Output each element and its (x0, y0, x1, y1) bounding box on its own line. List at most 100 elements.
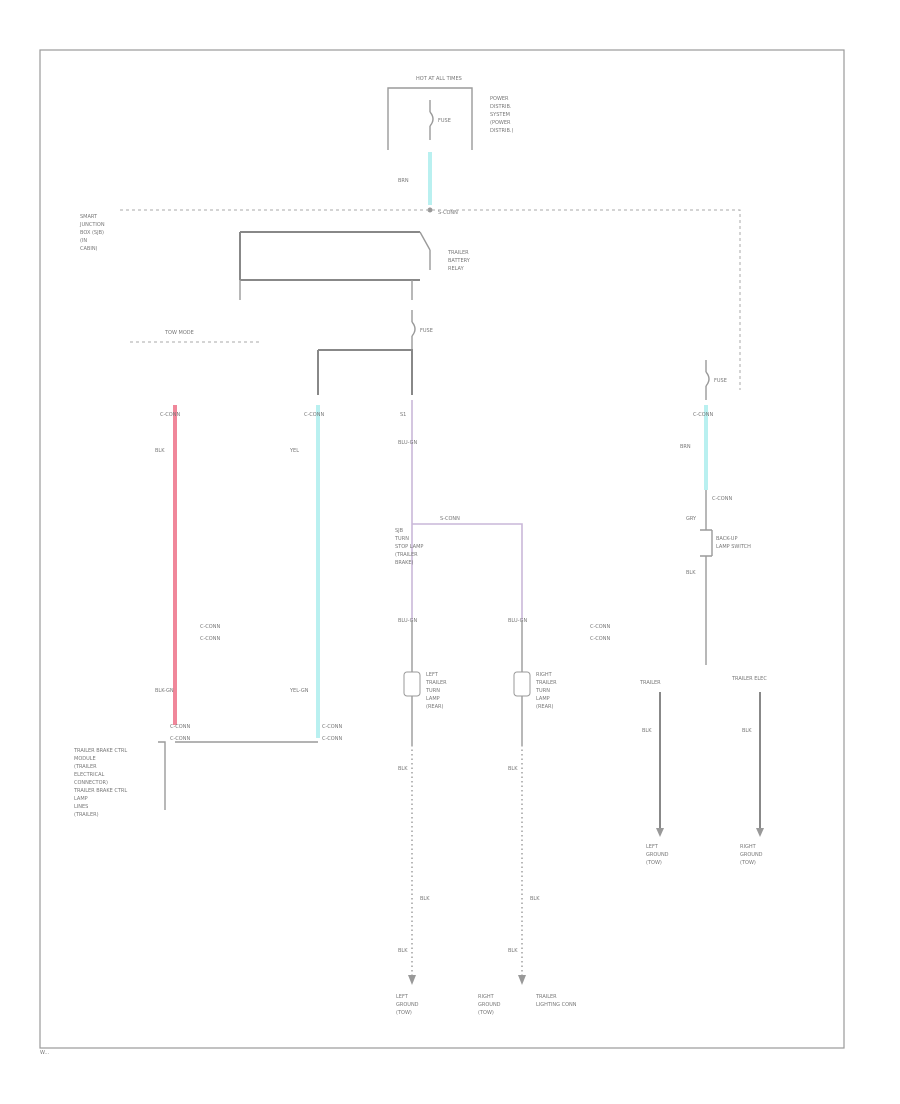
sjb-line-3: BOX (SJB) (80, 230, 104, 236)
gnd-left-icon (656, 828, 664, 837)
power-line-5: DISTRIB.) (490, 128, 514, 134)
tow-mode-label: TOW MODE (164, 330, 194, 336)
power-line-1: POWER (490, 96, 509, 102)
gnd-right-icon (756, 828, 764, 837)
left-ground-icon (408, 975, 416, 985)
lav-label-2: TURN (394, 536, 409, 542)
power-distribution-bracket (387, 87, 473, 150)
right-w2: BLK (686, 570, 696, 576)
backup-switch-2: LAMP SWITCH (716, 544, 751, 550)
right-lamp-1: RIGHT (536, 672, 553, 678)
top-fuse-symbol (429, 111, 434, 127)
sjb-line-2: JUNCTION (79, 222, 105, 228)
left-lamp-1: LEFT (426, 672, 439, 678)
bottom-right-2: GROUND (478, 1002, 501, 1008)
lav-label-5: BRAKE) (395, 560, 414, 566)
right-lamp-bulb (513, 671, 531, 697)
right-lamp-5: (REAR) (536, 704, 553, 710)
lav-top: S1 (400, 412, 406, 418)
right-lamp-wire: BLU-GN (508, 618, 527, 624)
legend-right-1: C-CONN (590, 624, 610, 630)
right-w1: GRY (686, 516, 697, 522)
trailer-module-5: CONNECTOR) (74, 780, 108, 786)
left-lamp-4: LAMP (426, 696, 440, 702)
bottom-right-3: (TOW) (478, 1010, 494, 1016)
lamp-leads (411, 620, 523, 745)
relay-label-2: BATTERY (448, 258, 471, 264)
right-lamp-3: TURN (535, 688, 550, 694)
cyan-conn: C-CONN (304, 412, 324, 418)
gnd-right-wire-color: BLK (742, 728, 752, 734)
lav-splice: S-CONN (440, 516, 460, 522)
trailer-module-8: LINES (74, 804, 88, 810)
right-fuse-label: FUSE (714, 378, 727, 384)
diagram-frame (39, 49, 845, 1049)
gnd-left-2: GROUND (646, 852, 669, 858)
sjb-boundary (120, 209, 741, 390)
pink-conn: C-CONN (160, 412, 180, 418)
junction-mark: S-CONN (438, 210, 458, 216)
power-line-3: SYSTEM (490, 112, 510, 118)
left-lamp-bulb (403, 671, 421, 697)
gnd-right-2: GROUND (740, 852, 763, 858)
left-lamp-wire: BLU-GN (398, 618, 417, 624)
page-code: W... (40, 1050, 50, 1056)
gnd-left-1: LEFT (646, 844, 659, 850)
lav-label-3: STOP LAMP (395, 544, 423, 550)
fused-bus (317, 349, 413, 395)
gnd-left-3: (TOW) (646, 860, 662, 866)
right-lamp-4: LAMP (536, 696, 550, 702)
trailer-module-3: (TRAILER (74, 764, 97, 770)
power-line-4: (POWER (490, 120, 511, 126)
right-lamp-2: TRAILER (535, 680, 557, 686)
trailer-module-9: (TRAILER) (74, 812, 99, 818)
right-ground-icon (518, 975, 526, 985)
right-wire-c: BLK (508, 948, 518, 954)
top-wire-color: BRN (398, 178, 409, 184)
trailer-module-2: MODULE (74, 756, 96, 762)
power-line-2: DISTRIB. (490, 104, 512, 110)
gnd-right-3: (TOW) (740, 860, 756, 866)
cyan-c1: C-CONN (322, 724, 342, 730)
gnd-left-wire-color: BLK (642, 728, 652, 734)
mid-fuse-label: FUSE (420, 328, 433, 334)
sjb-line-4: (IN (80, 238, 87, 244)
backup-switch-symbol (700, 529, 713, 557)
bottom-left-2: GROUND (396, 1002, 419, 1008)
lavender-branch (412, 523, 523, 620)
junction-dot (427, 207, 433, 213)
relay-label-3: RELAY (448, 266, 465, 272)
top-fuse-label: FUSE (438, 118, 451, 124)
left-lamp-3: TURN (425, 688, 440, 694)
right-conn: C-CONN (693, 412, 713, 418)
right-wire-color: BRN (680, 444, 691, 450)
right-wire-b: BLK (530, 896, 540, 902)
cyan-wire-color: YEL (289, 448, 299, 454)
relay-contacts (239, 231, 431, 300)
sjb-line-5: CABIN) (80, 246, 98, 252)
bottom-left-1: LEFT (396, 994, 409, 1000)
trailer-module-4: ELECTRICAL (74, 772, 105, 778)
gnd-right-1: RIGHT (740, 844, 757, 850)
gnd-left-top: TRAILER (639, 680, 661, 686)
sjb-line-1: SMART (80, 214, 98, 220)
legend-left-1: C-CONN (200, 624, 220, 630)
relay-body (239, 231, 420, 281)
backup-switch-1: BACK-UP (716, 536, 738, 542)
power-title: HOT AT ALL TIMES (416, 76, 462, 82)
pink-c1: C-CONN (170, 724, 190, 730)
right-wire-a: BLK (508, 766, 518, 772)
lav-wire: BLU-GN (398, 440, 417, 446)
pink-wire-color: BLK (155, 448, 165, 454)
right-fuse-symbol (705, 371, 710, 387)
left-lamp-5: (REAR) (426, 704, 443, 710)
left-lamp-2: TRAILER (425, 680, 447, 686)
bottom-left-3: (TOW) (396, 1010, 412, 1016)
trailer-module-1: TRAILER BRAKE CTRL (73, 748, 127, 754)
gnd-right-top: TRAILER ELEC (731, 676, 767, 682)
trailer-module-7: LAMP (74, 796, 88, 802)
left-wire-b: BLK (420, 896, 430, 902)
relay-label-1: TRAILER (447, 250, 469, 256)
